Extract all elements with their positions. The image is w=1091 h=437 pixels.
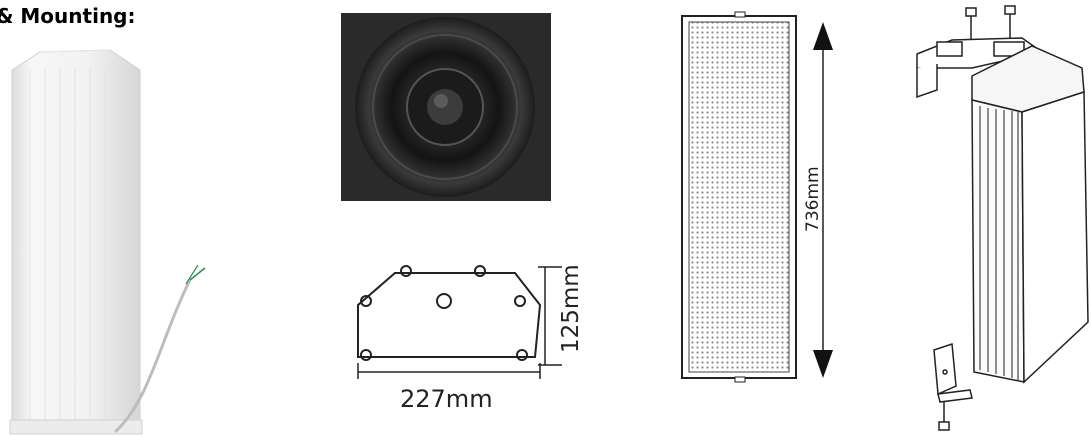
speaker-driver-photo <box>341 13 551 201</box>
grille <box>688 21 790 373</box>
bolt-icon <box>965 7 977 17</box>
speaker-outline <box>357 272 542 358</box>
top-view-dimension-drawing: 227mm 125mm <box>357 264 584 413</box>
section-heading: & Mounting: <box>0 4 136 28</box>
column-speaker-photo <box>9 49 206 435</box>
mounting-bracket-drawing <box>916 5 1089 431</box>
front-view-dimension-drawing: 736mm <box>681 11 833 383</box>
height-label: 736mm <box>803 166 823 232</box>
bottom-bolt-icon <box>938 421 950 431</box>
depth-label: 125mm <box>558 264 584 353</box>
width-label: 227mm <box>400 385 493 413</box>
